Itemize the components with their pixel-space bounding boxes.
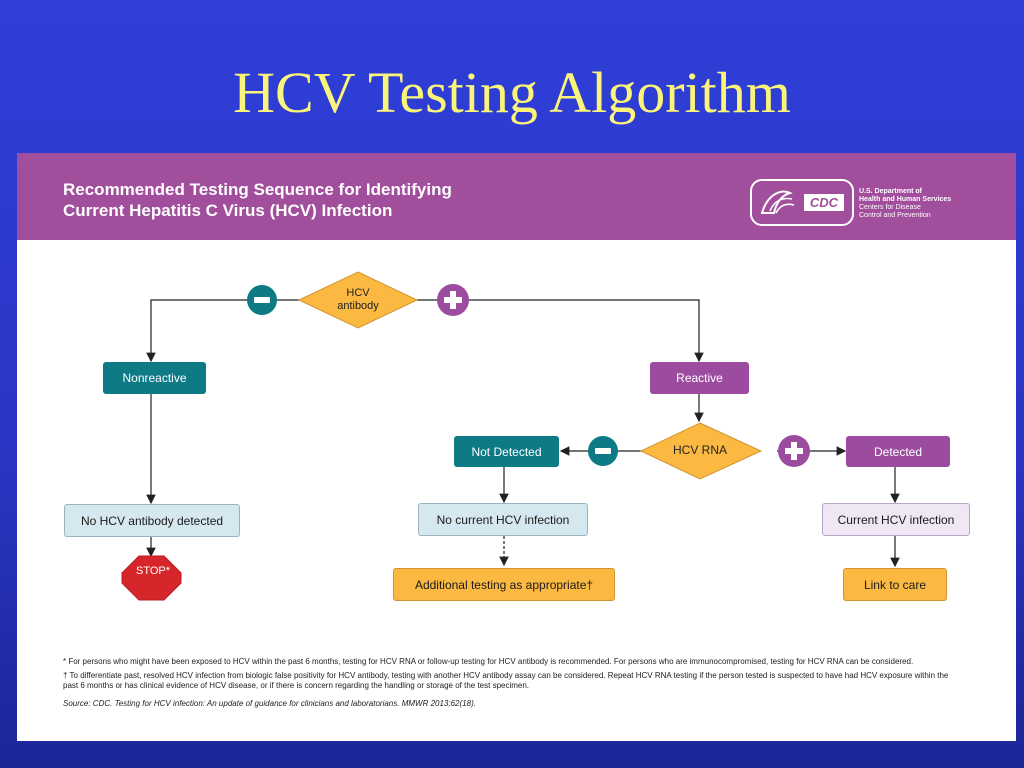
positive-icon [437, 284, 469, 316]
connector-antibody-reactive [417, 299, 704, 363]
hhs-line-2: Health and Human Services [859, 196, 952, 203]
panel-title-line-2: Current Hepatitis C Virus (HCV) Infectio… [63, 201, 393, 220]
connector-antibody-nonreactive [146, 299, 299, 363]
cdc-logo: CDC [750, 179, 854, 226]
antibody-diamond [297, 271, 419, 329]
additional-testing-box: Additional testing as appropriate† [393, 568, 615, 601]
hhs-line-1: U.S. Department of [859, 188, 923, 195]
negative-icon [588, 436, 618, 466]
detected-box: Detected [846, 436, 950, 467]
current-infection-box: Current HCV infection [822, 503, 970, 536]
cdc-logo-text: CDC [810, 195, 839, 210]
antibody-label-line-2: antibody [337, 300, 379, 312]
reactive-box: Reactive [650, 362, 749, 394]
antibody-label-line-1: HCV [346, 287, 370, 299]
footnote-1: * For persons who might have been expose… [63, 657, 914, 666]
panel-title-line-1: Recommended Testing Sequence for Identif… [63, 180, 452, 199]
slide-title: HCV Testing Algorithm [233, 60, 791, 125]
stop-sign [121, 555, 182, 601]
rna-diamond [639, 422, 763, 480]
source-citation: Source: CDC. Testing for HCV infection: … [63, 699, 476, 708]
panel-header: Recommended Testing Sequence for Identif… [17, 153, 1016, 240]
hhs-line-4: Control and Prevention [859, 212, 931, 219]
no-antibody-box: No HCV antibody detected [64, 504, 240, 537]
cdc-eagle-icon: CDC [760, 190, 844, 214]
hhs-line-3: Centers for Disease [859, 204, 921, 211]
positive-icon [778, 435, 810, 467]
footnotes: * For persons who might have been expose… [63, 657, 963, 713]
flowchart-panel: Recommended Testing Sequence for Identif… [17, 153, 1016, 741]
nonreactive-box: Nonreactive [103, 362, 206, 394]
stop-label: STOP* [135, 565, 171, 577]
hhs-agency-text: U.S. Department of Health and Human Serv… [859, 188, 1009, 220]
footnote-2: † To differentiate past, resolved HCV in… [63, 671, 949, 690]
negative-icon [247, 285, 277, 315]
rna-label: HCV RNA [672, 443, 727, 457]
not-detected-box: Not Detected [454, 436, 559, 467]
no-current-infection-box: No current HCV infection [418, 503, 588, 536]
link-to-care-box: Link to care [843, 568, 947, 601]
flowchart-connectors [121, 271, 900, 601]
antibody-label: HCV antibody [318, 287, 398, 313]
panel-title: Recommended Testing Sequence for Identif… [63, 179, 583, 221]
